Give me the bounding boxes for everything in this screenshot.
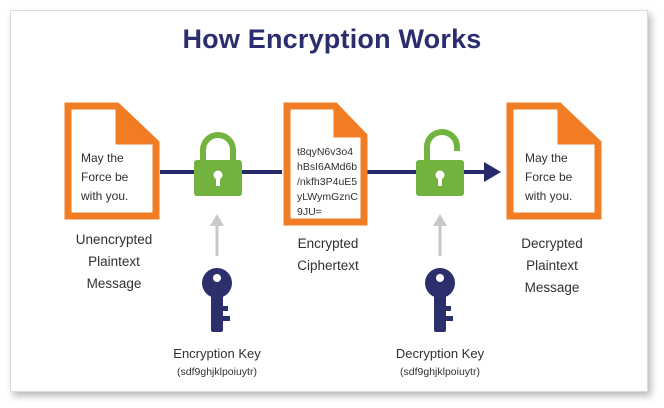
decrypted-line: Force be: [525, 170, 573, 184]
ciphertext-line: hBsI6AMd6b: [297, 161, 358, 173]
plaintext-line: with you.: [81, 189, 129, 203]
decrypted-content: May the Force be with you.: [525, 149, 572, 206]
caption-line: Unencrypted: [75, 232, 153, 247]
decrypted-line: with you.: [525, 189, 573, 203]
decrypted-line: May the: [525, 151, 568, 165]
caption-line: Plaintext: [526, 258, 578, 273]
encryption-key-icon: [202, 268, 232, 332]
plaintext-line: May the: [81, 151, 124, 165]
ciphertext-line: t8qyN6v3o4: [297, 146, 354, 158]
plaintext-line: Force be: [81, 170, 129, 184]
ciphertext-line: /nkfh3P4uE5: [297, 176, 358, 188]
diagram-title: How Encryption Works: [182, 24, 482, 54]
encryption-key-arrow: [210, 214, 224, 256]
caption-line: Ciphertext: [297, 258, 359, 273]
plaintext-caption: Unencrypted Plaintext Message: [52, 229, 176, 295]
encryption-key-code: (sdf9ghjklpoiuytr): [177, 366, 257, 378]
decryption-key-arrow: [433, 214, 447, 256]
open-lock-icon: [416, 129, 464, 196]
encryption-key-label: Encryption Key: [173, 346, 261, 361]
caption-line: Message: [524, 280, 580, 295]
ciphertext-line: yLWymGznC: [297, 191, 358, 203]
decrypted-document-icon: [506, 102, 602, 220]
caption-line: Encrypted: [297, 236, 359, 251]
decryption-key-icon: [425, 268, 455, 332]
decryption-key-label: Decryption Key: [395, 346, 485, 361]
caption-line: Plaintext: [88, 254, 140, 269]
ciphertext-line: 9JU=: [297, 206, 322, 218]
decrypted-caption: Decrypted Plaintext Message: [490, 233, 614, 299]
ciphertext-content: t8qyN6v3o4 hBsI6AMd6b /nkfh3P4uE5 yLWymG…: [297, 145, 358, 220]
caption-line: Decrypted: [521, 236, 583, 251]
ciphertext-caption: Encrypted Ciphertext: [268, 233, 388, 277]
plaintext-document-icon: [64, 102, 160, 220]
caption-line: Message: [86, 276, 142, 291]
ciphertext-document-icon: [283, 102, 368, 226]
closed-lock-icon: [194, 132, 242, 196]
plaintext-content: May the Force be with you.: [81, 149, 128, 206]
flow-arrowhead: [484, 162, 501, 182]
decryption-key-code: (sdf9ghjklpoiuytr): [400, 366, 480, 378]
